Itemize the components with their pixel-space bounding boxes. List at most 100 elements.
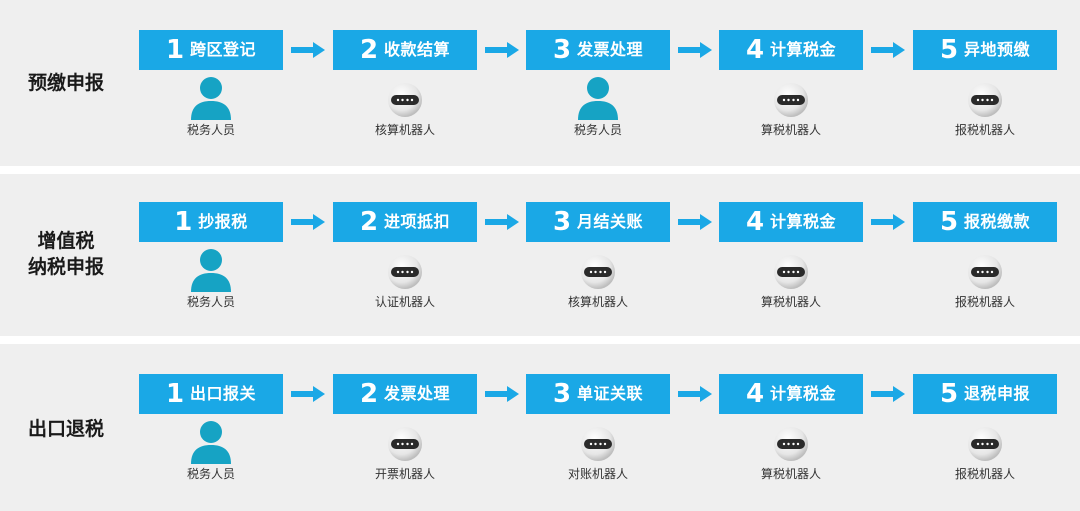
step-number: 5 xyxy=(939,35,959,65)
step-actor: 税务人员 xyxy=(139,420,283,481)
arrow-right-icon xyxy=(291,214,325,230)
step-number: 1 xyxy=(174,207,193,237)
row-title: 出口退税 xyxy=(27,418,104,440)
robot-icon xyxy=(968,255,1002,289)
actor-label: 报税机器人 xyxy=(954,467,1015,481)
process-step: 5 报税缴款 xyxy=(913,202,1057,242)
robot-icon xyxy=(581,427,615,461)
step-number: 3 xyxy=(552,379,572,409)
robot-icon xyxy=(968,83,1002,117)
step-label: 进项抵扣 xyxy=(384,212,451,231)
process-step: 1 抄报税 xyxy=(139,202,283,242)
step-label: 发票处理 xyxy=(384,384,451,403)
step-actor: 开票机器人 xyxy=(333,420,477,481)
actor-label: 算税机器人 xyxy=(760,467,821,481)
process-step: 2 发票处理 xyxy=(333,374,477,414)
step-number: 3 xyxy=(552,207,572,237)
step-label: 出口报关 xyxy=(190,384,257,403)
process-step: 4 计算税金 xyxy=(719,202,863,242)
actor-label: 核算机器人 xyxy=(374,123,435,137)
actor-label: 税务人员 xyxy=(186,123,235,137)
step-label: 计算税金 xyxy=(770,212,837,231)
step-number: 1 xyxy=(165,379,185,409)
process-step: 1 出口报关 xyxy=(139,374,283,414)
step-number: 2 xyxy=(359,207,379,237)
arrow-right-icon xyxy=(484,42,519,58)
step-label: 发票处理 xyxy=(577,40,644,59)
step-actor: 核算机器人 xyxy=(333,76,477,137)
robot-icon xyxy=(774,83,808,117)
process-step: 4 计算税金 xyxy=(719,30,863,70)
process-step: 3 月结关账 xyxy=(526,202,670,242)
step-actor: 税务人员 xyxy=(526,76,670,137)
step-actor: 报税机器人 xyxy=(913,76,1057,137)
row-title: 增值税 纳税申报 xyxy=(27,230,104,278)
arrow-right-icon xyxy=(291,386,325,402)
actor-label: 税务人员 xyxy=(186,467,235,481)
process-step: 5 退税申报 xyxy=(913,374,1057,414)
arrow-right-icon xyxy=(484,214,519,230)
step-number: 5 xyxy=(939,379,959,409)
step-number: 4 xyxy=(745,379,765,409)
step-number: 2 xyxy=(359,379,379,409)
arrow-right-icon xyxy=(677,386,712,402)
step-number: 4 xyxy=(745,207,765,237)
step-actor: 算税机器人 xyxy=(719,248,863,309)
step-number: 5 xyxy=(939,207,959,237)
arrow-right-icon xyxy=(871,42,905,58)
step-label: 退税申报 xyxy=(964,384,1031,403)
step-label: 抄报税 xyxy=(198,212,248,231)
step-label: 月结关账 xyxy=(577,212,644,231)
step-actor: 报税机器人 xyxy=(913,420,1057,481)
step-actor: 报税机器人 xyxy=(913,248,1057,309)
step-actor: 税务人员 xyxy=(139,248,283,309)
step-label: 报税缴款 xyxy=(964,212,1031,231)
robot-icon xyxy=(581,255,615,289)
step-actor: 核算机器人 xyxy=(526,248,670,309)
step-label: 异地预缴 xyxy=(964,40,1031,59)
step-label: 跨区登记 xyxy=(190,40,257,59)
step-actor: 税务人员 xyxy=(139,76,283,137)
arrow-right-icon xyxy=(871,214,905,230)
arrow-right-icon xyxy=(291,42,325,58)
actor-label: 税务人员 xyxy=(573,123,622,137)
arrow-right-icon xyxy=(677,42,712,58)
actor-label: 认证机器人 xyxy=(374,295,435,309)
step-actor: 认证机器人 xyxy=(333,248,477,309)
actor-label: 算税机器人 xyxy=(760,123,821,137)
step-actor: 算税机器人 xyxy=(719,420,863,481)
step-number: 1 xyxy=(165,35,185,65)
robot-icon xyxy=(774,255,808,289)
process-step: 4 计算税金 xyxy=(719,374,863,414)
person-icon xyxy=(191,77,231,120)
arrow-right-icon xyxy=(871,386,905,402)
step-label: 收款结算 xyxy=(384,40,451,59)
process-step: 2 收款结算 xyxy=(333,30,477,70)
process-step: 2 进项抵扣 xyxy=(333,202,477,242)
robot-icon xyxy=(388,255,422,289)
row-band-export-refund xyxy=(0,344,1080,511)
arrow-right-icon xyxy=(484,386,519,402)
step-label: 计算税金 xyxy=(770,40,837,59)
actor-label: 算税机器人 xyxy=(760,295,821,309)
row-title: 预缴申报 xyxy=(27,72,104,94)
step-number: 2 xyxy=(359,35,379,65)
step-actor: 对账机器人 xyxy=(526,420,670,481)
actor-label: 税务人员 xyxy=(186,295,235,309)
robot-icon xyxy=(968,427,1002,461)
step-number: 4 xyxy=(745,35,765,65)
actor-label: 开票机器人 xyxy=(374,467,435,481)
actor-label: 报税机器人 xyxy=(954,123,1015,137)
step-actor: 算税机器人 xyxy=(719,76,863,137)
row-band-prepayment xyxy=(0,0,1080,166)
person-icon xyxy=(191,421,231,464)
actor-label: 核算机器人 xyxy=(567,295,628,309)
robot-icon xyxy=(774,427,808,461)
robot-icon xyxy=(388,427,422,461)
person-icon xyxy=(191,249,231,292)
step-label: 计算税金 xyxy=(770,384,837,403)
actor-label: 对账机器人 xyxy=(567,467,628,481)
